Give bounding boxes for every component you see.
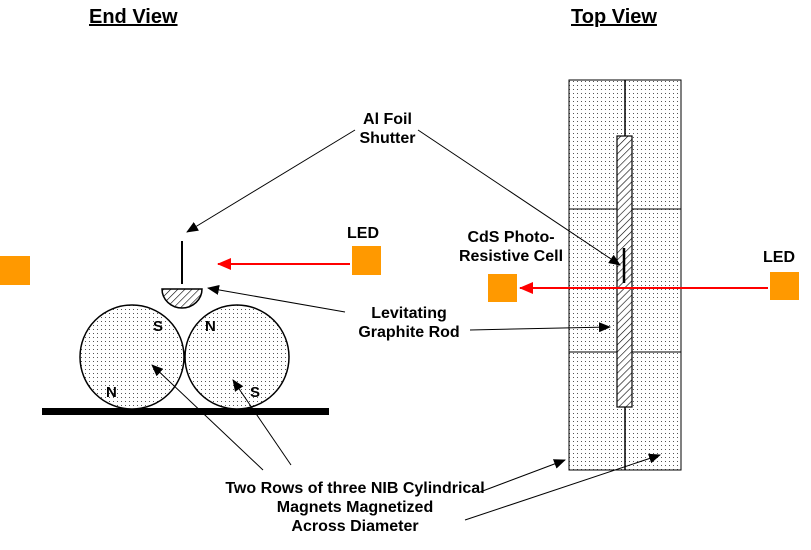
magnets-label-line3: Across Diameter	[291, 518, 419, 535]
arrow-magnet-top-1	[479, 459, 566, 493]
left-magnet	[79, 304, 185, 410]
arrow-shutter-top	[417, 129, 621, 266]
cds-label-line2: Resistive Cell	[458, 248, 564, 265]
magnets-label: Two Rows of three NIB Cylindrical Magnet…	[190, 479, 520, 536]
led-top-label: LED	[763, 249, 795, 266]
arrow-shutter-end	[186, 129, 356, 233]
arrow-magnet-top-2	[464, 453, 661, 521]
arrow-magnet-left	[151, 364, 264, 471]
right-magnet	[184, 304, 290, 410]
end-view-title: End View	[89, 6, 178, 28]
pole-left-top: S	[153, 318, 164, 335]
arrow-rod-end	[207, 284, 346, 313]
shutter-label: Al Foil Shutter	[340, 110, 435, 148]
graphite-rod-end	[161, 288, 203, 309]
arrow-magnet-right	[232, 379, 292, 466]
pole-right-bottom: S	[250, 384, 261, 401]
led-end-label: LED	[347, 225, 379, 242]
cds-cell-top-view	[488, 274, 517, 302]
cds-cell-end-view	[0, 256, 30, 285]
led-top-view	[770, 272, 799, 300]
rod-label-line2: Graphite Rod	[358, 324, 460, 341]
led-end-view	[352, 246, 381, 275]
cds-label-line1: CdS Photo-	[467, 229, 555, 246]
top-view-title: Top View	[571, 6, 657, 28]
magnets-label-line1: Two Rows of three NIB Cylindrical	[225, 480, 485, 497]
rod-label-line1: Levitating	[371, 305, 447, 322]
cds-cell-label: CdS Photo- Resistive Cell	[446, 228, 576, 266]
graphite-rod-label: Levitating Graphite Rod	[345, 304, 473, 342]
pole-right-top: N	[205, 318, 216, 335]
base-plate	[42, 408, 329, 415]
pole-left-bottom: N	[106, 384, 117, 401]
shutter-label-line1: Al Foil	[363, 111, 412, 128]
shutter-label-line2: Shutter	[359, 130, 416, 147]
arrow-rod-top	[469, 322, 611, 333]
magnets-label-line2: Magnets Magnetized	[276, 499, 434, 516]
